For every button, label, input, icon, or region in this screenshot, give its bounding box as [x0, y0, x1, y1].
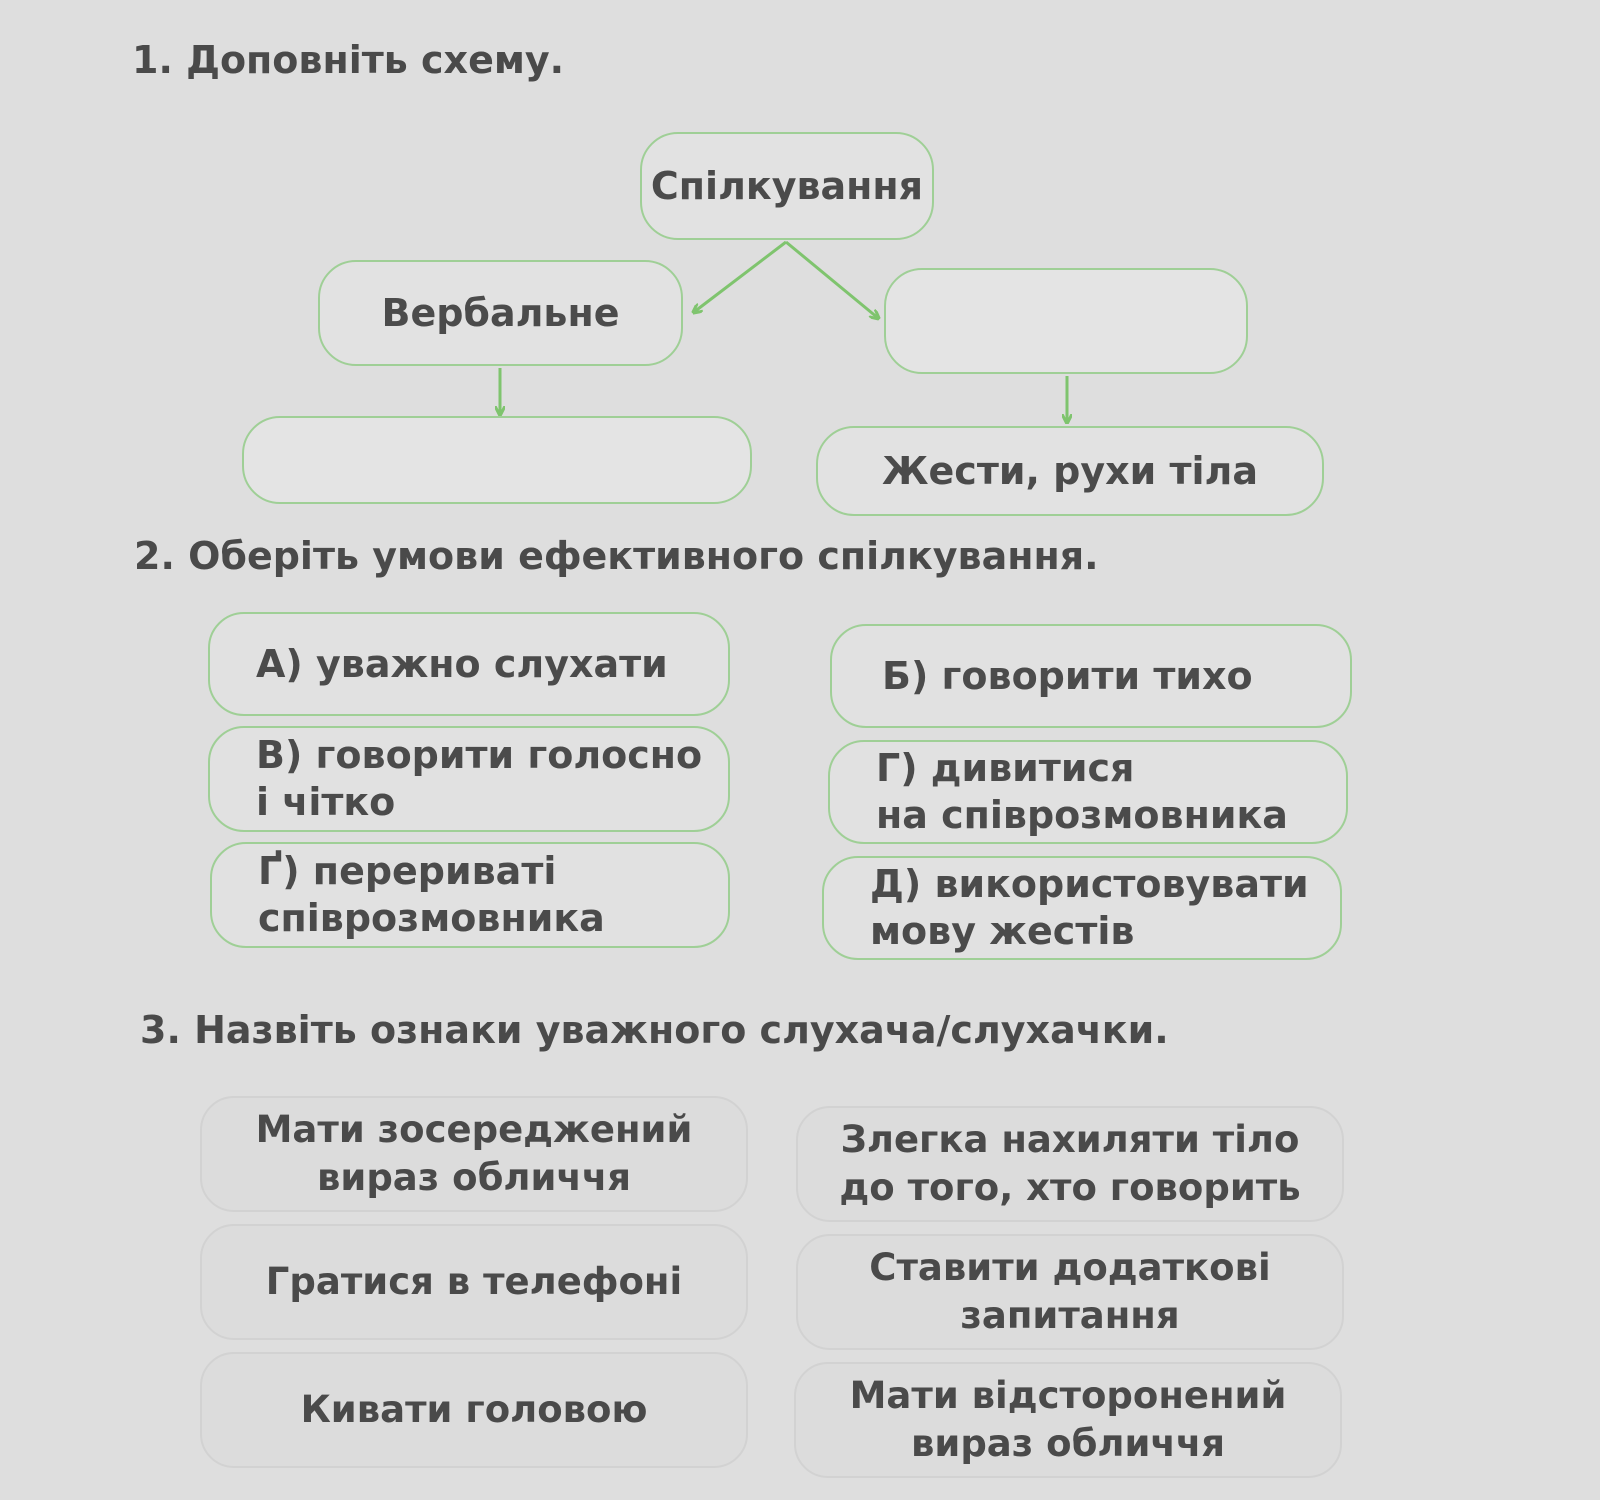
scheme-left-child-drop-zone[interactable]: [242, 416, 752, 504]
option-g-line1: Ґ) перериватi: [258, 849, 557, 893]
scheme-root-label: Спілкування: [650, 164, 924, 208]
arrow-root-to-right: [785, 240, 878, 318]
option-g-line2: співрозмовника: [258, 896, 605, 940]
option-b[interactable]: Б) говорити тихо: [830, 624, 1352, 728]
card-1-line1: Мати зосереджений: [255, 1108, 693, 1151]
option-d-line1: Д) використовувати: [870, 862, 1309, 906]
scheme-right-child-box: Жести, рухи тіла: [816, 426, 1324, 516]
task1-title: 1. Доповніть схему.: [132, 38, 565, 82]
scheme-right-drop-zone[interactable]: [884, 268, 1248, 374]
option-d-line2: мову жестів: [870, 909, 1135, 953]
option-h[interactable]: Г) дивитися на співрозмовника: [828, 740, 1348, 844]
option-v-line1: В) говорити голосно: [256, 733, 703, 777]
scheme-right-child-label: Жести, рухи тіла: [882, 449, 1258, 493]
option-a[interactable]: А) уважно слухати: [208, 612, 730, 716]
listener-card-4[interactable]: Ставити додаткові запитання: [796, 1234, 1344, 1350]
card-4-line2: запитання: [960, 1294, 1180, 1337]
card-6-line2: вираз обличчя: [910, 1422, 1225, 1465]
listener-card-3[interactable]: Гратися в телефоні: [200, 1224, 748, 1340]
listener-card-5[interactable]: Кивати головою: [200, 1352, 748, 1468]
option-h-line1: Г) дивитися: [876, 746, 1135, 790]
card-3-line1: Гратися в телефоні: [265, 1260, 683, 1303]
listener-card-6[interactable]: Мати відсторонений вираз обличчя: [794, 1362, 1342, 1478]
card-1-line2: вираз обличчя: [316, 1156, 631, 1199]
task2-title: 2. Оберіть умови ефективного спілкування…: [134, 534, 1099, 578]
option-a-line1: А) уважно слухати: [256, 641, 668, 686]
scheme-root-box: Спілкування: [640, 132, 934, 240]
option-g[interactable]: Ґ) перериватi співрозмовника: [210, 842, 730, 948]
option-b-line1: Б) говорити тихо: [882, 653, 1253, 698]
listener-card-1[interactable]: Мати зосереджений вираз обличчя: [200, 1096, 748, 1212]
option-v-line2: і чітко: [256, 780, 396, 824]
card-6-line1: Мати відсторонений: [849, 1374, 1287, 1417]
option-v[interactable]: В) говорити голосно і чітко: [208, 726, 730, 832]
scheme-left-box: Вербальне: [318, 260, 683, 366]
listener-card-2[interactable]: Злегка нахиляти тіло до того, хто говори…: [796, 1106, 1344, 1222]
option-d[interactable]: Д) використовувати мову жестів: [822, 856, 1342, 960]
scheme-left-label: Вербальне: [381, 291, 620, 335]
arrow-root-to-left: [694, 240, 787, 312]
card-5-line1: Кивати головою: [300, 1388, 648, 1431]
task3-title: 3. Назвіть ознаки уважного слухача/слуха…: [140, 1008, 1169, 1052]
card-4-line1: Ставити додаткові: [869, 1246, 1271, 1289]
card-2-line2: до того, хто говорить: [839, 1166, 1301, 1209]
option-h-line2: на співрозмовника: [876, 793, 1288, 837]
card-2-line1: Злегка нахиляти тіло: [840, 1118, 1300, 1161]
